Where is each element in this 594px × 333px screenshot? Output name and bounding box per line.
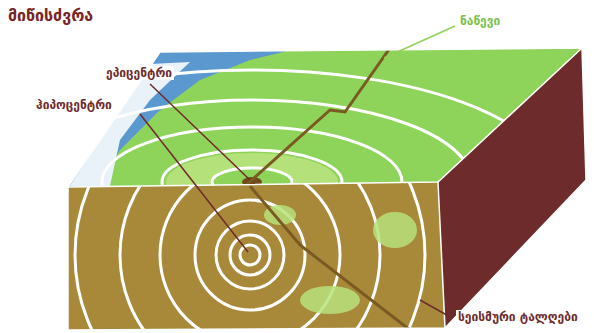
block-front xyxy=(68,182,445,330)
diagram-title: მიწისძვრა xyxy=(8,6,93,25)
hypocenter-label: ჰიპოცენტრი xyxy=(34,98,114,112)
seismic-waves-label: სეისმური ტალღები xyxy=(456,310,580,324)
ground-surface xyxy=(0,48,552,294)
fault-label: ნაწევი xyxy=(458,14,502,28)
leader-lines xyxy=(140,26,455,318)
epicenter-label: ეპიცენტრი xyxy=(104,66,174,80)
seismic-waves xyxy=(75,80,425,333)
